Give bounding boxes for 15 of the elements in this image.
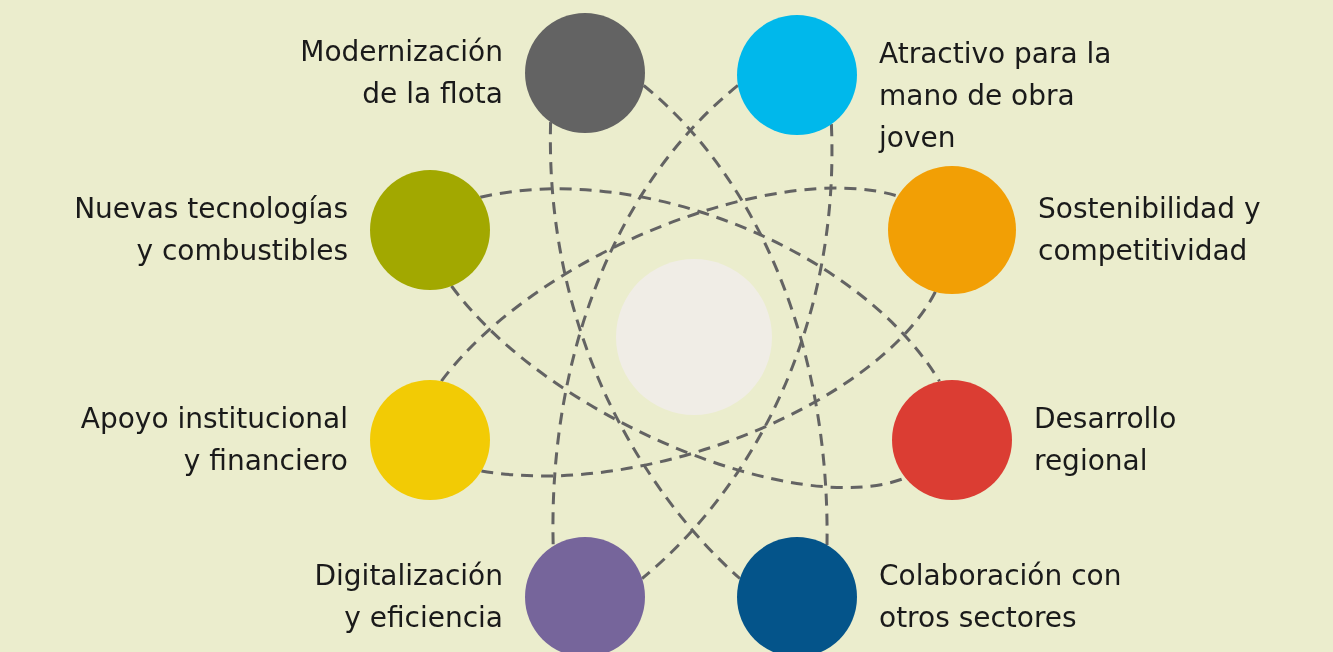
dashed-connector xyxy=(641,124,834,580)
node-label: Nuevas tecnologías y combustibles xyxy=(73,191,348,269)
node-label: Digitalización y eficiencia xyxy=(313,558,503,636)
dashed-connector xyxy=(551,84,739,547)
node-label: Colaboración con otros sectores xyxy=(879,558,1123,636)
dashed-connector xyxy=(480,187,941,383)
dashed-connector xyxy=(440,186,898,383)
dashed-connector xyxy=(642,84,829,546)
node-label: Sostenibilidad y competitividad xyxy=(1038,191,1262,269)
node-label: Atractivo para la mano de obra joven xyxy=(879,36,1113,156)
dashed-connector xyxy=(481,291,937,477)
node-label: Modernización de la flota xyxy=(299,34,503,112)
dashed-connector xyxy=(549,122,741,580)
node-label: Apoyo institucional y financiero xyxy=(79,401,348,479)
node-label: Desarrollo regional xyxy=(1034,401,1178,479)
